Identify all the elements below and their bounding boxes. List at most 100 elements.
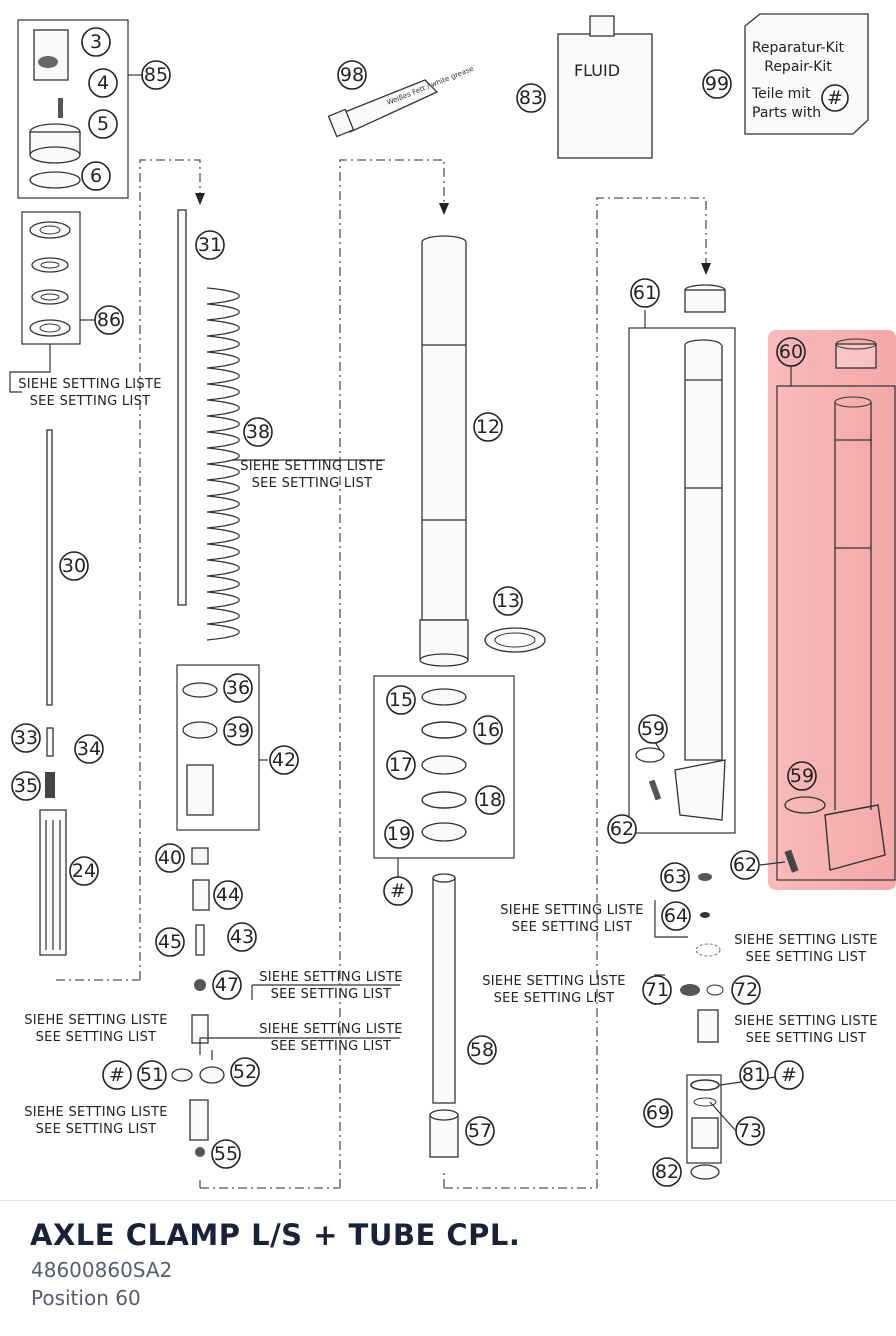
inner-tube-12-part: [419, 235, 469, 667]
callout-60[interactable]: 60: [776, 337, 806, 367]
callout-36: 36: [223, 673, 253, 703]
svg-text:34: 34: [77, 738, 101, 760]
svg-text:#: #: [827, 87, 843, 109]
callout-52: 52: [230, 1057, 260, 1087]
svg-text:SIEHE SETTING LISTE: SIEHE SETTING LISTE: [734, 1014, 878, 1029]
callout-57: 57: [465, 1116, 495, 1146]
callout-85: 85: [141, 60, 171, 90]
callout-64: 64: [661, 901, 691, 931]
axle-clamp-tube-60-part[interactable]: [776, 338, 896, 881]
box-42: [176, 664, 260, 831]
svg-text:SEE SETTING LIST: SEE SETTING LIST: [271, 987, 392, 1002]
svg-text:64: 64: [664, 905, 688, 927]
svg-text:73: 73: [738, 1120, 762, 1142]
spring-38-part: [206, 287, 240, 641]
svg-text:30: 30: [62, 555, 86, 577]
callout-40: 40: [155, 843, 185, 873]
svg-text:Teile mit: Teile mit: [751, 86, 811, 102]
svg-text:33: 33: [14, 727, 38, 749]
svg-text:SEE SETTING LIST: SEE SETTING LIST: [271, 1039, 392, 1054]
svg-text:44: 44: [216, 884, 240, 906]
callout-15: 15: [386, 685, 416, 715]
svg-text:SEE SETTING LIST: SEE SETTING LIST: [512, 920, 633, 935]
svg-text:51: 51: [140, 1064, 164, 1086]
svg-text:SIEHE SETTING LISTE: SIEHE SETTING LISTE: [24, 1105, 168, 1120]
svg-text:SEE SETTING LIST: SEE SETTING LIST: [746, 1031, 867, 1046]
box-rings: [373, 675, 515, 859]
callout-82: 82: [652, 1157, 682, 1187]
callout-55: 55: [211, 1139, 241, 1169]
callout-59-b: 59: [787, 761, 817, 791]
svg-text:6: 6: [90, 165, 102, 187]
svg-text:SIEHE SETTING LISTE: SIEHE SETTING LISTE: [482, 974, 626, 989]
svg-text:24: 24: [72, 860, 96, 882]
callout-hash-c: #: [774, 1060, 804, 1090]
setting-note-8: SIEHE SETTING LISTE SEE SETTING LIST: [734, 933, 877, 965]
svg-text:86: 86: [97, 309, 121, 331]
svg-text:SIEHE SETTING LISTE: SIEHE SETTING LISTE: [500, 903, 644, 918]
callout-group: 3 4 5 6 85 86 30 31 33 34 35 24 38 36 39…: [11, 27, 817, 1187]
svg-text:52: 52: [233, 1061, 257, 1083]
setting-note-5: SIEHE SETTING LISTE SEE SETTING LIST: [259, 1022, 403, 1054]
callout-6: 6: [81, 161, 111, 191]
svg-text:63: 63: [663, 866, 687, 888]
svg-text:38: 38: [246, 421, 270, 443]
svg-text:99: 99: [705, 73, 729, 95]
svg-text:SIEHE SETTING LISTE: SIEHE SETTING LISTE: [24, 1013, 168, 1028]
setting-note-1: SIEHE SETTING LISTE SEE SETTING LIST: [18, 377, 161, 409]
svg-text:19: 19: [387, 823, 411, 845]
svg-text:39: 39: [226, 720, 250, 742]
callout-44: 44: [213, 880, 243, 910]
svg-text:82: 82: [655, 1161, 679, 1183]
svg-text:36: 36: [226, 677, 250, 699]
svg-text:SIEHE SETTING LISTE: SIEHE SETTING LISTE: [259, 1022, 403, 1037]
svg-text:59: 59: [790, 765, 814, 787]
svg-text:5: 5: [97, 113, 109, 135]
flow-line-outer: [596, 197, 707, 1188]
highlight-position-60[interactable]: [768, 330, 896, 890]
svg-text:55: 55: [214, 1143, 238, 1165]
callout-63: 63: [660, 862, 690, 892]
svg-text:85: 85: [144, 64, 168, 86]
callout-47: 47: [212, 970, 242, 1000]
callout-59-a: 59: [638, 714, 668, 744]
part-number: 48600860SA2: [31, 1258, 173, 1282]
setting-note-4: SIEHE SETTING LISTE SEE SETTING LIST: [24, 1013, 168, 1045]
spring-44-part: [192, 879, 210, 911]
callout-18: 18: [475, 785, 505, 815]
svg-text:72: 72: [734, 979, 758, 1001]
tube-58-part: [432, 877, 456, 1104]
svg-text:SEE SETTING LIST: SEE SETTING LIST: [36, 1030, 157, 1045]
callout-73: 73: [735, 1116, 765, 1146]
callout-30: 30: [59, 551, 89, 581]
svg-text:SEE SETTING LIST: SEE SETTING LIST: [746, 950, 867, 965]
setting-note-9: SIEHE SETTING LISTE SEE SETTING LIST: [482, 974, 626, 1006]
callout-19: 19: [384, 819, 414, 849]
callout-31: 31: [195, 230, 225, 260]
exploded-parts-diagram: Weißes Fett / white grease FLUID Reparat…: [9, 13, 896, 1189]
flow-line-spring: [139, 159, 201, 980]
piston-rod-31-part: [177, 209, 187, 606]
damper-rod-30-part: [46, 429, 53, 706]
svg-text:62: 62: [733, 854, 757, 876]
part-title: AXLE CLAMP L/S + TUBE CPL.: [30, 1218, 521, 1252]
callout-58: 58: [467, 1035, 497, 1065]
svg-text:FLUID: FLUID: [574, 61, 620, 80]
diagram-canvas: Weißes Fett / white grease FLUID Reparat…: [9, 13, 896, 1189]
spring-35-part: [45, 772, 55, 798]
svg-text:59: 59: [641, 718, 665, 740]
setting-note-2: SIEHE SETTING LISTE SEE SETTING LIST: [240, 459, 383, 491]
part-caption: AXLE CLAMP L/S + TUBE CPL. 48600860SA2 P…: [0, 1200, 896, 1336]
svg-text:13: 13: [496, 590, 520, 612]
svg-text:12: 12: [476, 416, 500, 438]
callout-81: 81: [739, 1060, 769, 1090]
callout-62-a: 62: [607, 814, 637, 844]
svg-text:4: 4: [97, 72, 109, 94]
callout-98: 98: [337, 60, 367, 90]
svg-text:57: 57: [468, 1120, 492, 1142]
callout-71: 71: [642, 975, 672, 1005]
setting-note-10: SIEHE SETTING LISTE SEE SETTING LIST: [734, 1014, 878, 1046]
callout-86: 86: [94, 305, 124, 335]
svg-text:47: 47: [215, 974, 239, 996]
svg-text:16: 16: [476, 719, 500, 741]
